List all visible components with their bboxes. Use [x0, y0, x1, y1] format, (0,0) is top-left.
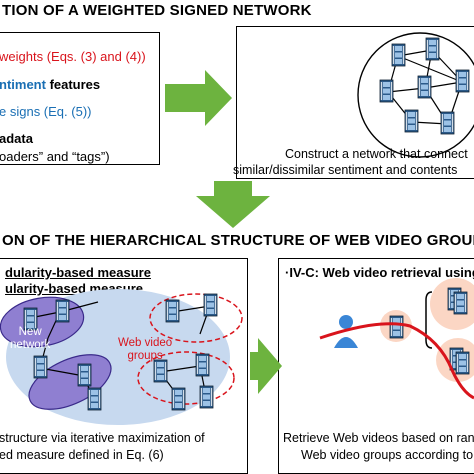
metadata-text: adata: [0, 131, 33, 146]
weights-text: weights (Eqs. (3) and (4)): [0, 49, 146, 64]
features-word: features: [45, 77, 101, 92]
group-ellipse: [137, 351, 235, 405]
signs-text: e signs (Eq. (5)): [0, 104, 92, 119]
uploaders-tags-text: oaders” and “tags”): [0, 149, 110, 164]
web-video-groups-label: Web video groups: [118, 337, 173, 362]
group-ellipse: [149, 293, 243, 343]
retrieval-caption-1: Retrieve Web videos based on ran: [283, 431, 474, 445]
video-node: [425, 37, 440, 61]
arrow-right-2: [250, 338, 282, 394]
user-icon-body: [334, 337, 358, 348]
arrow-down: [196, 181, 270, 228]
video-node: [404, 109, 419, 133]
modularity-caption-1: structure via iterative maximization of: [0, 431, 205, 445]
new-network-label: New network: [10, 326, 51, 351]
video-node: [391, 43, 406, 67]
modularity-caption-2: ed measure defined in Eq. (6): [0, 448, 164, 462]
arrow-right-1: [165, 70, 232, 126]
network-circle: [357, 32, 474, 158]
retrieval-title: ·IV-C: Web video retrieval using: [285, 265, 474, 280]
network-caption-2: similar/dissimilar sentiment and content…: [233, 163, 458, 177]
sentiment-line: ntiment features: [0, 77, 100, 92]
video-node: [440, 111, 455, 135]
section2-heading: ON OF THE HIERARCHICAL STRUCTURE OF WEB …: [2, 232, 474, 249]
video-node: [379, 79, 394, 103]
ranking-curve: [319, 322, 474, 400]
sentiment-word: ntiment: [0, 77, 46, 92]
user-icon: [339, 315, 353, 329]
modularity-subtitle-1: dularity-based measure: [5, 265, 151, 280]
section1-heading: TION OF A WEIGHTED SIGNED NETWORK: [2, 2, 312, 19]
video-node: [417, 75, 432, 99]
bracket: [425, 291, 433, 349]
video-node: [455, 69, 470, 93]
retrieval-caption-2: Web video groups according to: [301, 448, 474, 462]
features-box: weights (Eqs. (3) and (4)) ntiment featu…: [0, 32, 160, 165]
